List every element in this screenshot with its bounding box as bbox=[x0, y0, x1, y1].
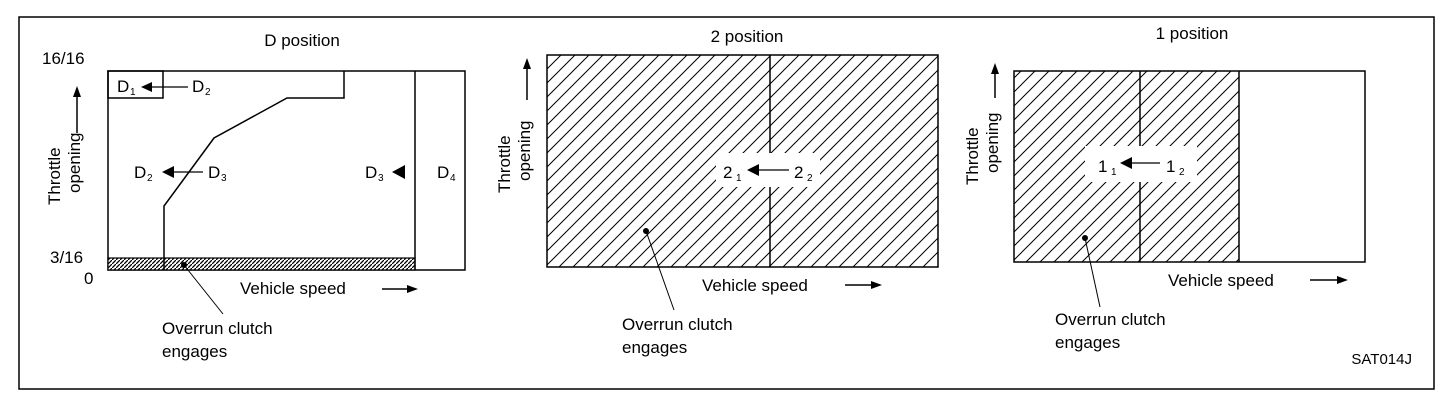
1-x-axis-title: Vehicle speed bbox=[1168, 271, 1274, 290]
svg-text:D: D bbox=[437, 163, 449, 182]
svg-text:D: D bbox=[208, 163, 220, 182]
svg-text:1: 1 bbox=[1111, 167, 1117, 178]
svg-text:Throttle: Throttle bbox=[45, 147, 64, 205]
svg-text:Throttle: Throttle bbox=[963, 127, 982, 185]
1-panel-title: 1 position bbox=[1156, 24, 1229, 43]
svg-text:Throttle: Throttle bbox=[495, 135, 514, 193]
d-x-axis-arrow bbox=[382, 285, 418, 293]
svg-text:1: 1 bbox=[130, 87, 136, 98]
2-overrun-callout: Overrun clutch engages bbox=[622, 228, 733, 357]
svg-text:Overrun clutch: Overrun clutch bbox=[162, 319, 273, 338]
svg-text:D: D bbox=[192, 77, 204, 96]
d-y-axis-arrow bbox=[73, 86, 81, 133]
figure-frame bbox=[18, 16, 1435, 390]
1-x-axis-arrow bbox=[1310, 276, 1348, 284]
1-y-axis-title: Throttle opening bbox=[963, 112, 1002, 185]
d2-d3-shift-line bbox=[163, 71, 345, 270]
svg-text:2: 2 bbox=[794, 163, 803, 182]
svg-text:1: 1 bbox=[736, 173, 742, 184]
svg-text:opening: opening bbox=[65, 132, 84, 193]
svg-text:3: 3 bbox=[221, 173, 227, 184]
svg-text:engages: engages bbox=[1055, 333, 1120, 352]
d-y-zero-label: 0 bbox=[84, 269, 93, 288]
d-y-top-label: 16/16 bbox=[42, 49, 85, 68]
svg-text:2: 2 bbox=[723, 163, 732, 182]
svg-text:2: 2 bbox=[807, 173, 813, 184]
svg-text:3: 3 bbox=[378, 173, 384, 184]
d-panel-title: D position bbox=[264, 31, 340, 50]
2-x-axis-arrow bbox=[845, 281, 882, 289]
svg-text:1: 1 bbox=[1098, 157, 1107, 176]
d2-d3-shift-label: D 2 D 3 bbox=[134, 163, 227, 184]
d-plot-area bbox=[107, 70, 466, 271]
svg-text:opening: opening bbox=[515, 120, 534, 181]
svg-text:2: 2 bbox=[147, 173, 153, 184]
2-y-axis-arrow bbox=[523, 58, 531, 100]
1-plot-area bbox=[1013, 70, 1366, 263]
d-x-axis-title: Vehicle speed bbox=[240, 279, 346, 298]
2-shift-label: 2 1 2 2 bbox=[716, 153, 820, 187]
2-position-panel: 2 position Throttle opening 2 1 2 2 Vehi… bbox=[495, 27, 939, 357]
1-shift-label: 1 1 1 2 bbox=[1085, 146, 1197, 182]
d-position-panel: D position 16/16 3/16 0 Throttle opening… bbox=[42, 31, 466, 361]
svg-text:engages: engages bbox=[162, 342, 227, 361]
d-overrun-region bbox=[107, 257, 416, 271]
svg-text:2: 2 bbox=[1179, 167, 1185, 178]
figure-code: SAT014J bbox=[1351, 351, 1412, 368]
svg-text:opening: opening bbox=[983, 112, 1002, 173]
1-overrun-callout: Overrun clutch engages bbox=[1055, 235, 1166, 352]
d1-d2-shift-label: D 1 D 2 bbox=[117, 77, 211, 98]
2-y-axis-title: Throttle opening bbox=[495, 120, 534, 193]
d3-d4-shift-label: D 3 D 4 bbox=[365, 163, 456, 184]
d-overrun-callout: Overrun clutch engages bbox=[162, 262, 273, 361]
1-y-axis-arrow bbox=[991, 63, 999, 98]
svg-text:engages: engages bbox=[622, 338, 687, 357]
svg-text:4: 4 bbox=[450, 173, 456, 184]
svg-text:1: 1 bbox=[1166, 157, 1175, 176]
d-y-mid-label: 3/16 bbox=[50, 248, 83, 267]
2-panel-title: 2 position bbox=[711, 27, 784, 46]
svg-text:D: D bbox=[117, 77, 129, 96]
d1-region bbox=[107, 70, 164, 99]
svg-text:D: D bbox=[134, 163, 146, 182]
1-position-panel: 1 position Throttle opening 1 1 1 2 Vehi… bbox=[963, 24, 1366, 352]
svg-text:2: 2 bbox=[205, 87, 211, 98]
2-x-axis-title: Vehicle speed bbox=[702, 276, 808, 295]
d-y-axis-title: Throttle opening bbox=[45, 132, 84, 205]
svg-text:D: D bbox=[365, 163, 377, 182]
svg-text:Overrun clutch: Overrun clutch bbox=[1055, 310, 1166, 329]
svg-text:Overrun clutch: Overrun clutch bbox=[622, 315, 733, 334]
